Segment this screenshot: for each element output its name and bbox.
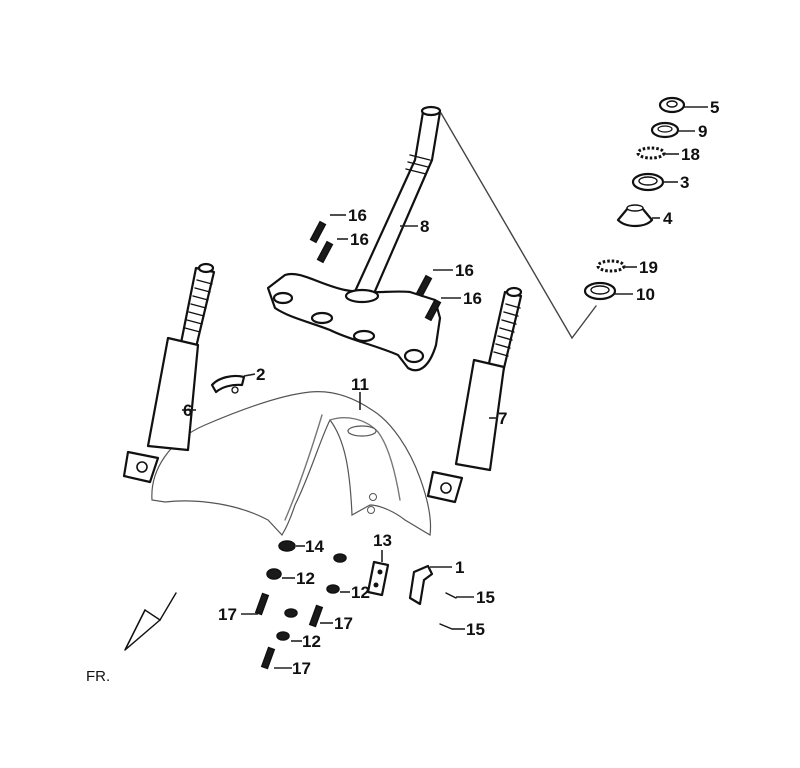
leader-lines (182, 106, 708, 669)
fork-leg-left (122, 262, 216, 484)
callout-2: 2 (256, 365, 265, 384)
callout-4: 4 (663, 209, 673, 228)
callout-15-a: 15 (476, 588, 495, 607)
callout-16-b: 16 (350, 230, 369, 249)
callout-16-c: 16 (455, 261, 474, 280)
fender-hardware (254, 540, 457, 670)
assembly-reference-line (440, 112, 597, 340)
callout-7: 7 (498, 409, 507, 428)
steering-stem (266, 105, 442, 372)
callout-15-b: 15 (466, 620, 485, 639)
clip-2 (210, 374, 246, 394)
lower-cone-4 (616, 204, 654, 228)
upper-race-3 (631, 172, 665, 192)
headset-nut-5 (658, 96, 686, 114)
callout-12-b: 12 (351, 583, 370, 602)
callout-3: 3 (680, 173, 689, 192)
callout-12-a: 12 (296, 569, 315, 588)
callout-17-b: 17 (334, 614, 353, 633)
callout-8: 8 (420, 217, 429, 236)
callout-17-c: 17 (292, 659, 311, 678)
fork-leg-right (426, 286, 523, 504)
callout-1: 1 (455, 558, 464, 577)
callout-17-a: 17 (218, 605, 237, 624)
callout-5: 5 (710, 98, 719, 117)
callout-16-d: 16 (463, 289, 482, 308)
callout-13: 13 (373, 531, 392, 550)
front-direction-arrow (124, 592, 177, 651)
front-direction-label: FR. (86, 668, 110, 685)
callout-16-a: 16 (348, 206, 367, 225)
callout-18: 18 (681, 145, 700, 164)
steel-balls-19 (596, 259, 626, 273)
callout-11: 11 (351, 375, 369, 394)
callout-19: 19 (639, 258, 658, 277)
callout-9: 9 (698, 122, 707, 141)
callout-10: 10 (636, 285, 655, 304)
steel-balls-18 (636, 146, 666, 160)
callout-6: 6 (183, 401, 192, 420)
callout-14: 14 (305, 537, 324, 556)
bolts-16 (309, 220, 442, 322)
front-fender (151, 390, 432, 536)
lock-washer-9 (650, 121, 680, 139)
callout-12-c: 12 (302, 632, 321, 651)
bottom-race-10 (583, 281, 617, 301)
callout-labels: 5 9 18 3 4 19 10 8 16 16 16 16 2 6 7 11 … (86, 98, 719, 685)
